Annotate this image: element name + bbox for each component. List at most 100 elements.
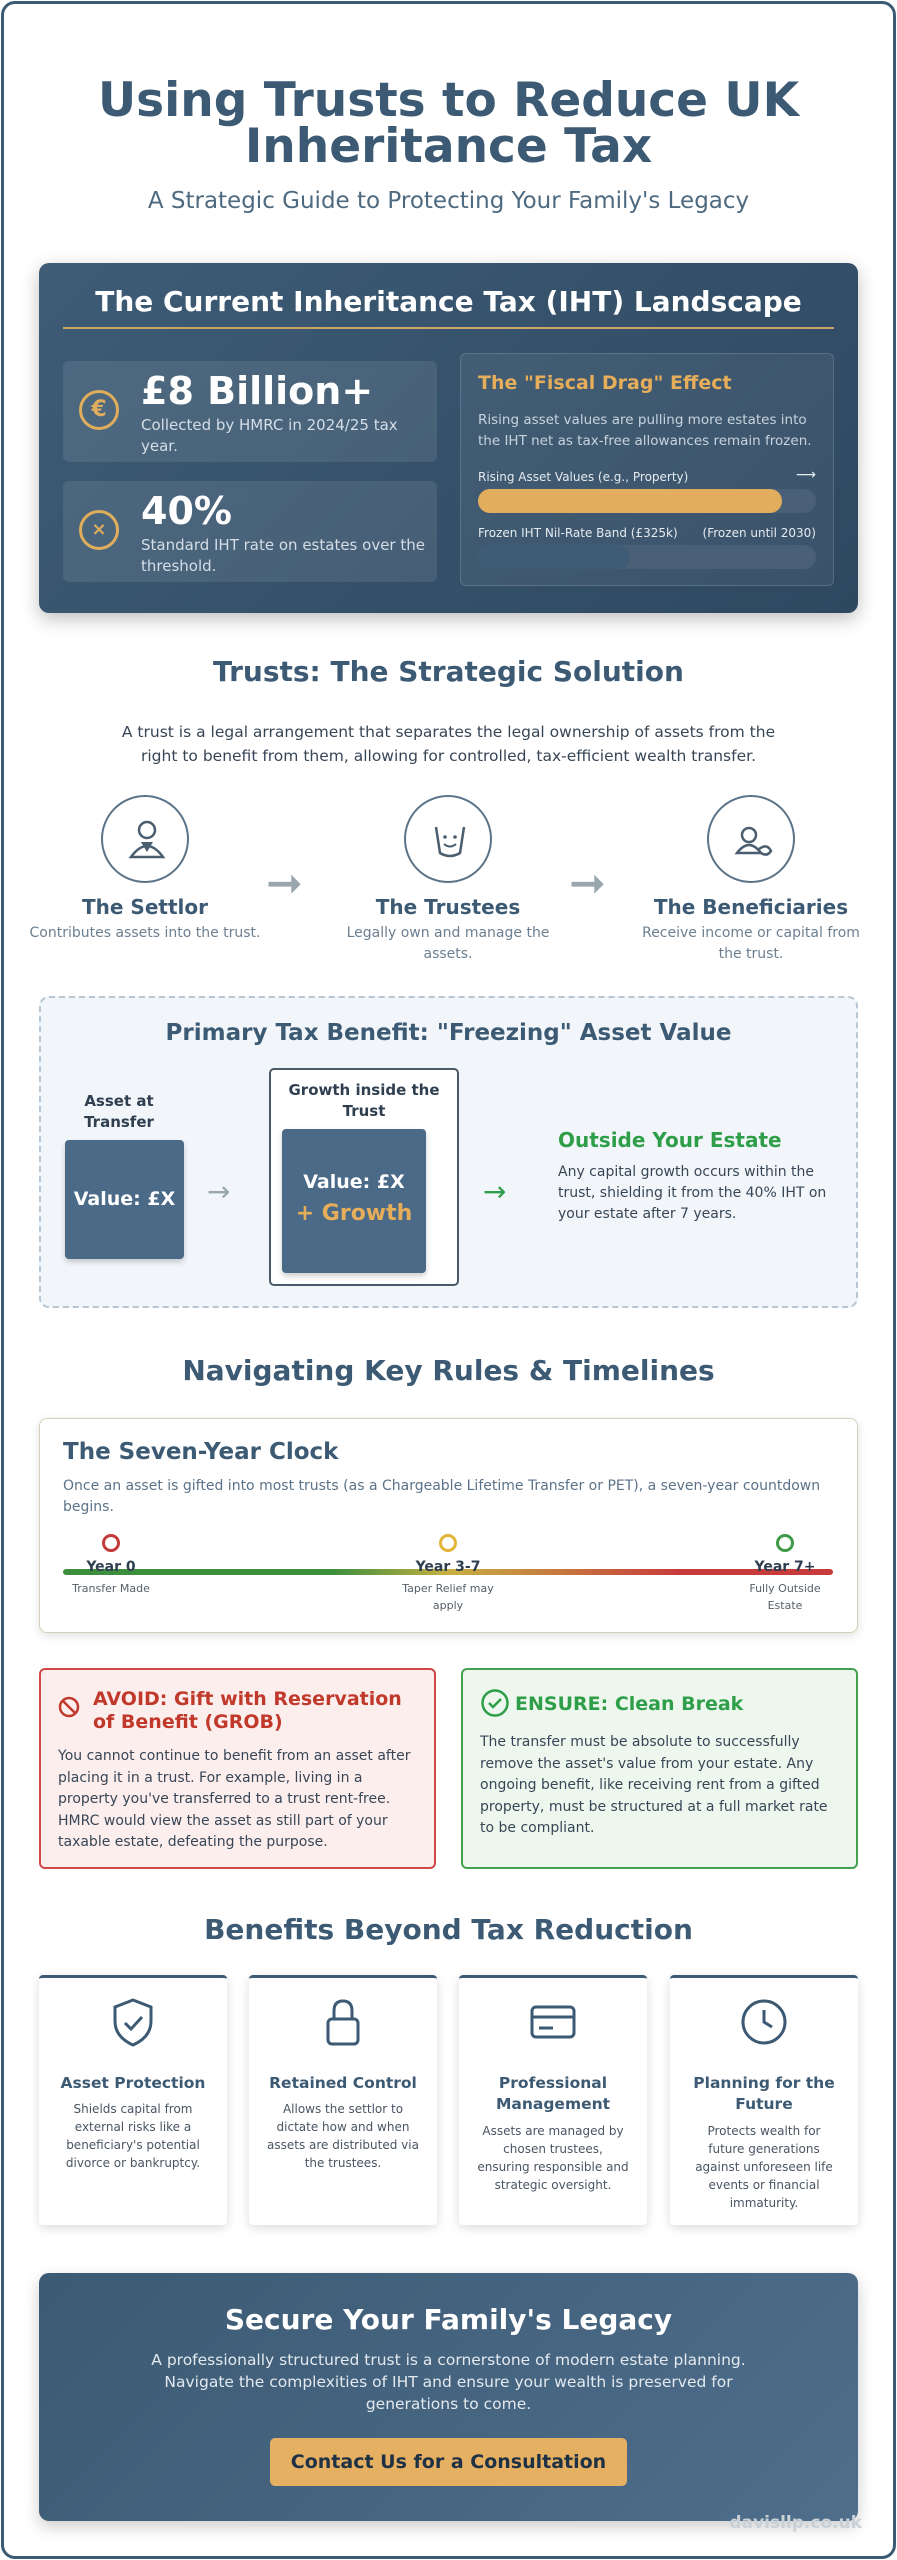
growth-inside-trust-box: Growth inside the Trust Value: £X + Grow… xyxy=(269,1068,459,1286)
benefit-text: Protects wealth for future generations a… xyxy=(695,2124,833,2210)
timeline-year: Year 7+ xyxy=(754,1559,816,1575)
avoid-grob-card: AVOID: Gift with Reservation of Benefit … xyxy=(39,1668,436,1869)
credit-card-icon xyxy=(530,2005,576,2039)
shield-check-icon xyxy=(113,1998,153,2047)
timeline-year: Year 0 xyxy=(86,1559,136,1575)
percent-icon: × xyxy=(79,510,119,550)
timeline-year: Year 3-7 xyxy=(415,1559,481,1575)
contact-consultation-button[interactable]: Contact Us for a Consultation xyxy=(270,2438,627,2486)
party-name: The Beneficiaries xyxy=(653,895,849,919)
avoid-title: AVOID: Gift with Reservation of Benefit … xyxy=(93,1688,402,1733)
page-subtitle: A Strategic Guide to Protecting Your Fam… xyxy=(147,188,750,214)
flow-arrow-icon: ➞ xyxy=(266,858,303,909)
freezing-benefit-panel: Primary Tax Benefit: "Freezing" Asset Va… xyxy=(39,996,858,1308)
nil-rate-band-note: (Frozen until 2030) xyxy=(702,526,816,540)
benefit-card-asset-protection: Asset Protection Shields capital from ex… xyxy=(39,1975,227,2225)
page-title: Using Trusts to Reduce UK Inheritance Ta… xyxy=(0,77,897,170)
timeline-desc: Fully Outside Estate xyxy=(749,1582,821,1612)
benefit-card-retained-control: Retained Control Allows the settlor to d… xyxy=(249,1975,437,2225)
stat-card-revenue: € £8 Billion+ Collected by HMRC in 2024/… xyxy=(63,361,437,462)
asset-values-bar xyxy=(478,489,816,513)
settlor-icon xyxy=(101,795,189,883)
asset-values-bar-fill xyxy=(478,489,783,513)
growth-plus: + Growth xyxy=(295,1201,413,1226)
party-settlor: The Settlor Contributes assets into the … xyxy=(25,795,265,944)
benefit-title: Planning for the Future xyxy=(693,2074,835,2113)
benefit-title: Retained Control xyxy=(269,2074,417,2092)
party-name: The Settlor xyxy=(82,895,208,919)
clock-title: The Seven-Year Clock xyxy=(63,1439,339,1465)
fiscal-drag-title: The "Fiscal Drag" Effect xyxy=(478,372,732,394)
asset-value-box: Value: £X xyxy=(65,1140,184,1259)
stat-description: Standard IHT rate on estates over the th… xyxy=(141,536,425,575)
nil-rate-band-bar xyxy=(478,545,816,569)
seven-year-clock-card: The Seven-Year Clock Once an asset is gi… xyxy=(39,1418,858,1633)
nil-rate-band-bar-fill xyxy=(478,545,631,569)
benefit-text: Shields capital from external risks like… xyxy=(65,2102,201,2170)
freezing-title: Primary Tax Benefit: "Freezing" Asset Va… xyxy=(165,1020,732,1046)
trustees-icon xyxy=(404,795,492,883)
ensure-title: ENSURE: Clean Break xyxy=(515,1693,744,1715)
stat-card-rate: × 40% Standard IHT rate on estates over … xyxy=(63,481,437,582)
lock-icon xyxy=(326,1999,360,2046)
cta-title: Secure Your Family's Legacy xyxy=(224,2303,673,2336)
solution-intro: A trust is a legal arrangement that sepa… xyxy=(121,723,776,765)
timeline-line xyxy=(63,1569,833,1575)
arrow-right-icon: ⟶ xyxy=(795,467,816,483)
cta-panel: Secure Your Family's Legacy A profession… xyxy=(39,2273,858,2521)
benefit-title: Professional Management xyxy=(495,2074,611,2113)
benefit-title: Asset Protection xyxy=(60,2074,206,2092)
benefit-text: Assets are managed by chosen trustees, e… xyxy=(477,2124,629,2192)
site-watermark: davisllp.co.uk xyxy=(729,2513,862,2533)
arrow-right-icon: → xyxy=(483,1175,507,1208)
growth-value-box: Value: £X + Growth xyxy=(282,1129,426,1273)
clock-icon xyxy=(741,1999,787,2045)
stat-value: £8 Billion+ xyxy=(141,369,374,413)
arrow-right-icon: → xyxy=(207,1175,231,1208)
prohibited-icon xyxy=(58,1696,80,1718)
timeline-desc: Transfer Made xyxy=(72,1582,150,1595)
iht-landscape-panel: The Current Inheritance Tax (IHT) Landsc… xyxy=(39,263,858,613)
party-description: Receive income or capital from the trust… xyxy=(642,925,860,962)
beneficiaries-icon xyxy=(707,795,795,883)
landscape-title: The Current Inheritance Tax (IHT) Landsc… xyxy=(95,285,802,318)
landscape-divider xyxy=(63,327,834,329)
timeline-dot xyxy=(102,1534,120,1552)
title-line-1: Using Trusts to Reduce UK xyxy=(97,73,799,128)
cta-text: A professionally structured trust is a c… xyxy=(151,2351,746,2413)
benefit-text: Allows the settlor to dictate how and wh… xyxy=(267,2102,419,2170)
party-description: Legally own and manage the assets. xyxy=(346,925,550,962)
solution-title: Trusts: The Strategic Solution xyxy=(213,655,684,688)
growth-value: Value: £X xyxy=(303,1171,405,1193)
ensure-text: The transfer must be absolute to success… xyxy=(480,1734,828,1836)
check-circle-icon xyxy=(481,1689,509,1717)
party-description: Contributes assets into the trust. xyxy=(29,925,261,941)
fiscal-drag-text: Rising asset values are pulling more est… xyxy=(478,412,812,449)
timeline-dot xyxy=(776,1534,794,1552)
benefit-card-professional-management: Professional Management Assets are manag… xyxy=(459,1975,647,2225)
avoid-text: You cannot continue to benefit from an a… xyxy=(58,1748,411,1850)
asset-values-bar-label: Rising Asset Values (e.g., Property) xyxy=(478,470,689,484)
clock-text: Once an asset is gifted into most trusts… xyxy=(63,1478,821,1515)
benefits-title: Benefits Beyond Tax Reduction xyxy=(204,1913,693,1946)
asset-at-transfer-label: Asset at Transfer xyxy=(84,1092,154,1131)
party-beneficiaries: The Beneficiaries Receive income or capi… xyxy=(631,795,871,965)
outside-estate-title: Outside Your Estate xyxy=(558,1128,782,1152)
timeline-desc: Taper Relief may apply xyxy=(402,1582,494,1612)
benefit-card-future-planning: Planning for the Future Protects wealth … xyxy=(670,1975,858,2225)
title-line-2: Inheritance Tax xyxy=(244,119,653,174)
flow-arrow-icon: ➞ xyxy=(569,858,606,909)
timeline-dot xyxy=(439,1534,457,1552)
growth-label: Growth inside the Trust xyxy=(288,1081,440,1120)
ensure-clean-break-card: ENSURE: Clean Break The transfer must be… xyxy=(461,1668,858,1869)
euro-icon: € xyxy=(79,390,119,430)
outside-estate-text: Any capital growth occurs within the tru… xyxy=(558,1164,827,1222)
rules-title: Navigating Key Rules & Timelines xyxy=(182,1354,715,1387)
fiscal-drag-card: The "Fiscal Drag" Effect Rising asset va… xyxy=(460,353,834,586)
stat-value: 40% xyxy=(141,489,232,533)
nil-rate-band-bar-label: Frozen IHT Nil-Rate Band (£325k) xyxy=(478,526,678,540)
party-trustees: The Trustees Legally own and manage the … xyxy=(328,795,568,965)
party-name: The Trustees xyxy=(375,895,521,919)
stat-description: Collected by HMRC in 2024/25 tax year. xyxy=(141,416,398,455)
